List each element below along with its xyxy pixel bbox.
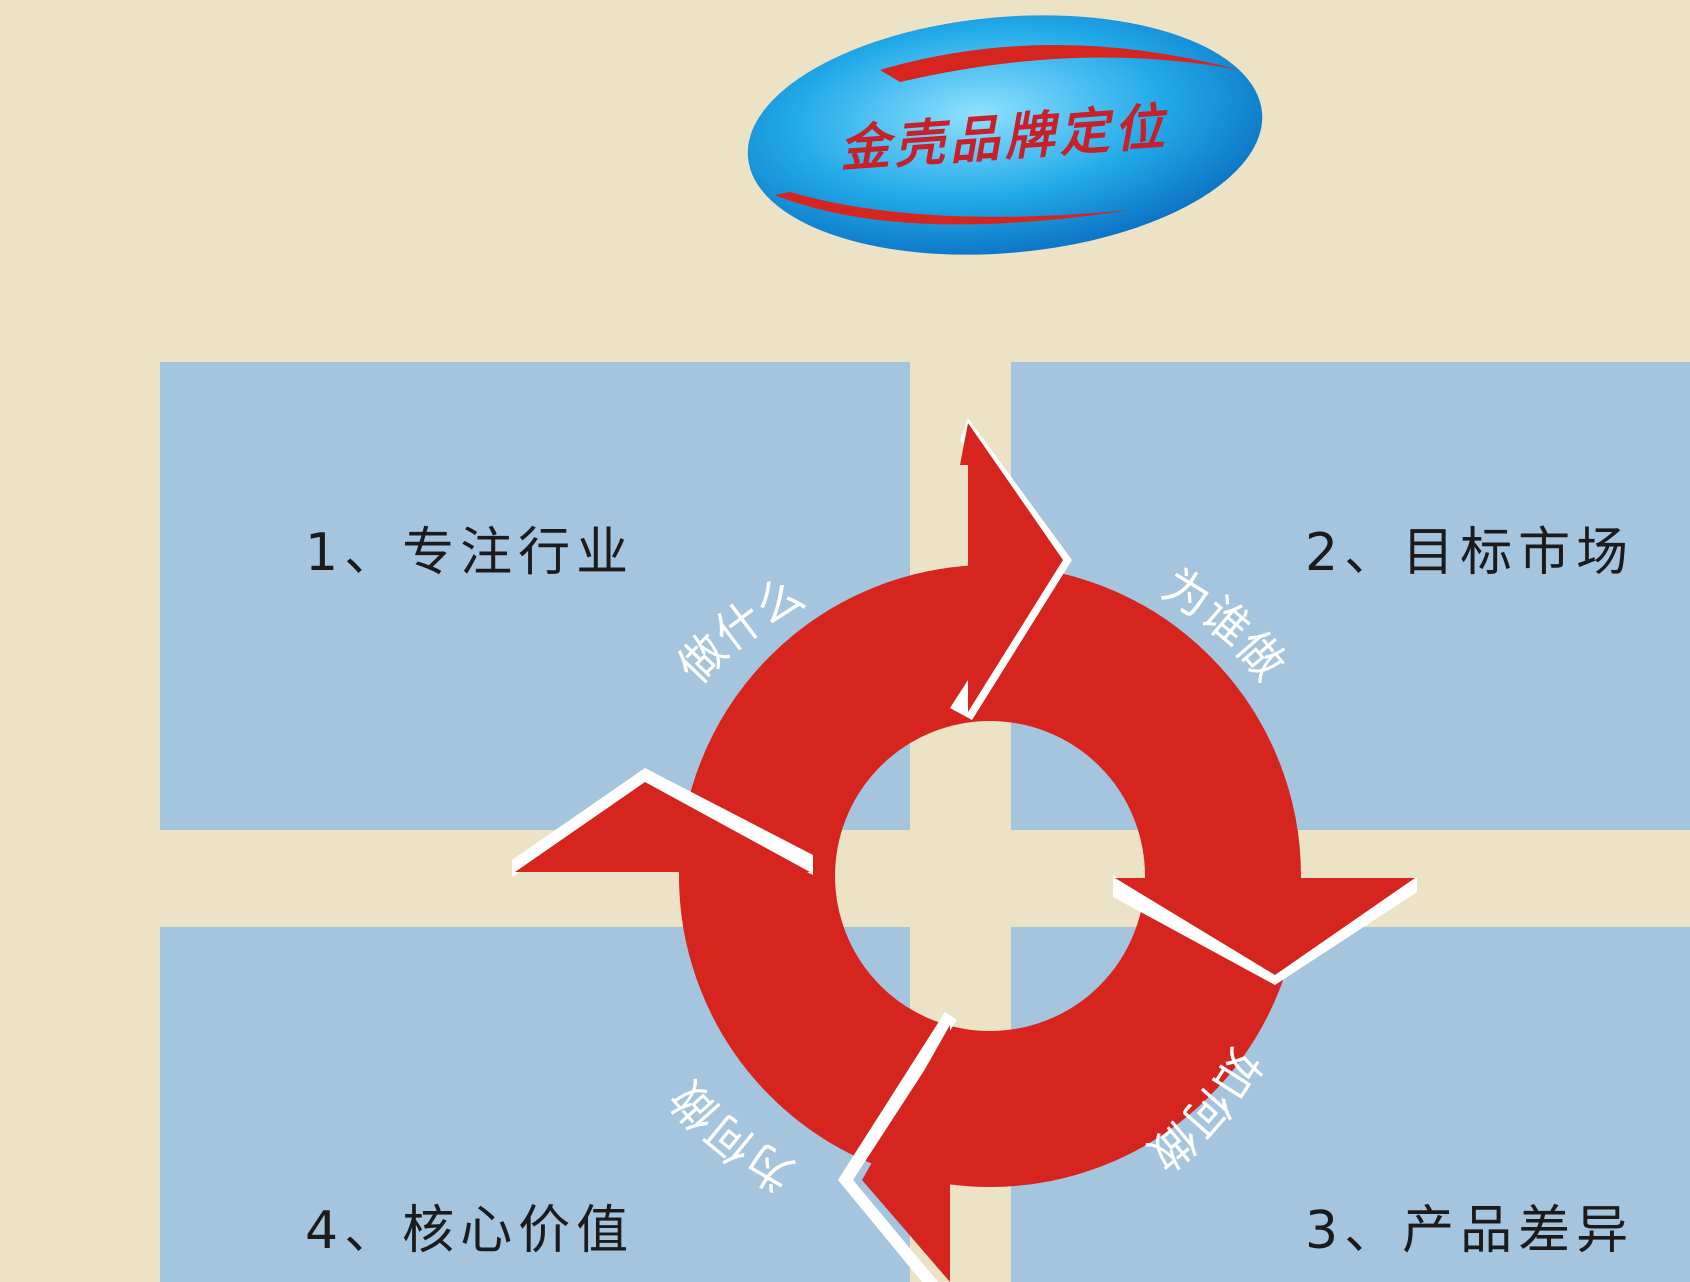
quadrant-label-1: 1、专注行业 <box>305 523 635 583</box>
title-badge: 金壳品牌定位 <box>747 15 1263 255</box>
title-ellipse <box>747 15 1263 255</box>
quadrant-label-3: 3、产品差异 <box>1305 1201 1635 1261</box>
arrowhead-top <box>960 423 1063 712</box>
title-swoosh-bottom <box>775 192 1130 225</box>
quadrant-label-2: 2、目标市场 <box>1305 523 1635 583</box>
arrowhead-right <box>1115 878 1415 975</box>
title-swoosh-top <box>880 45 1240 82</box>
quadrant-label-4: 4、核心价值 <box>305 1201 635 1261</box>
cycle-ring <box>679 565 1301 1187</box>
cycle-diagram: 做什么 为谁做 如何做 为何做 <box>512 418 1417 1282</box>
arrowhead-left <box>515 782 810 872</box>
arrowhead-bottom <box>862 1025 950 1282</box>
